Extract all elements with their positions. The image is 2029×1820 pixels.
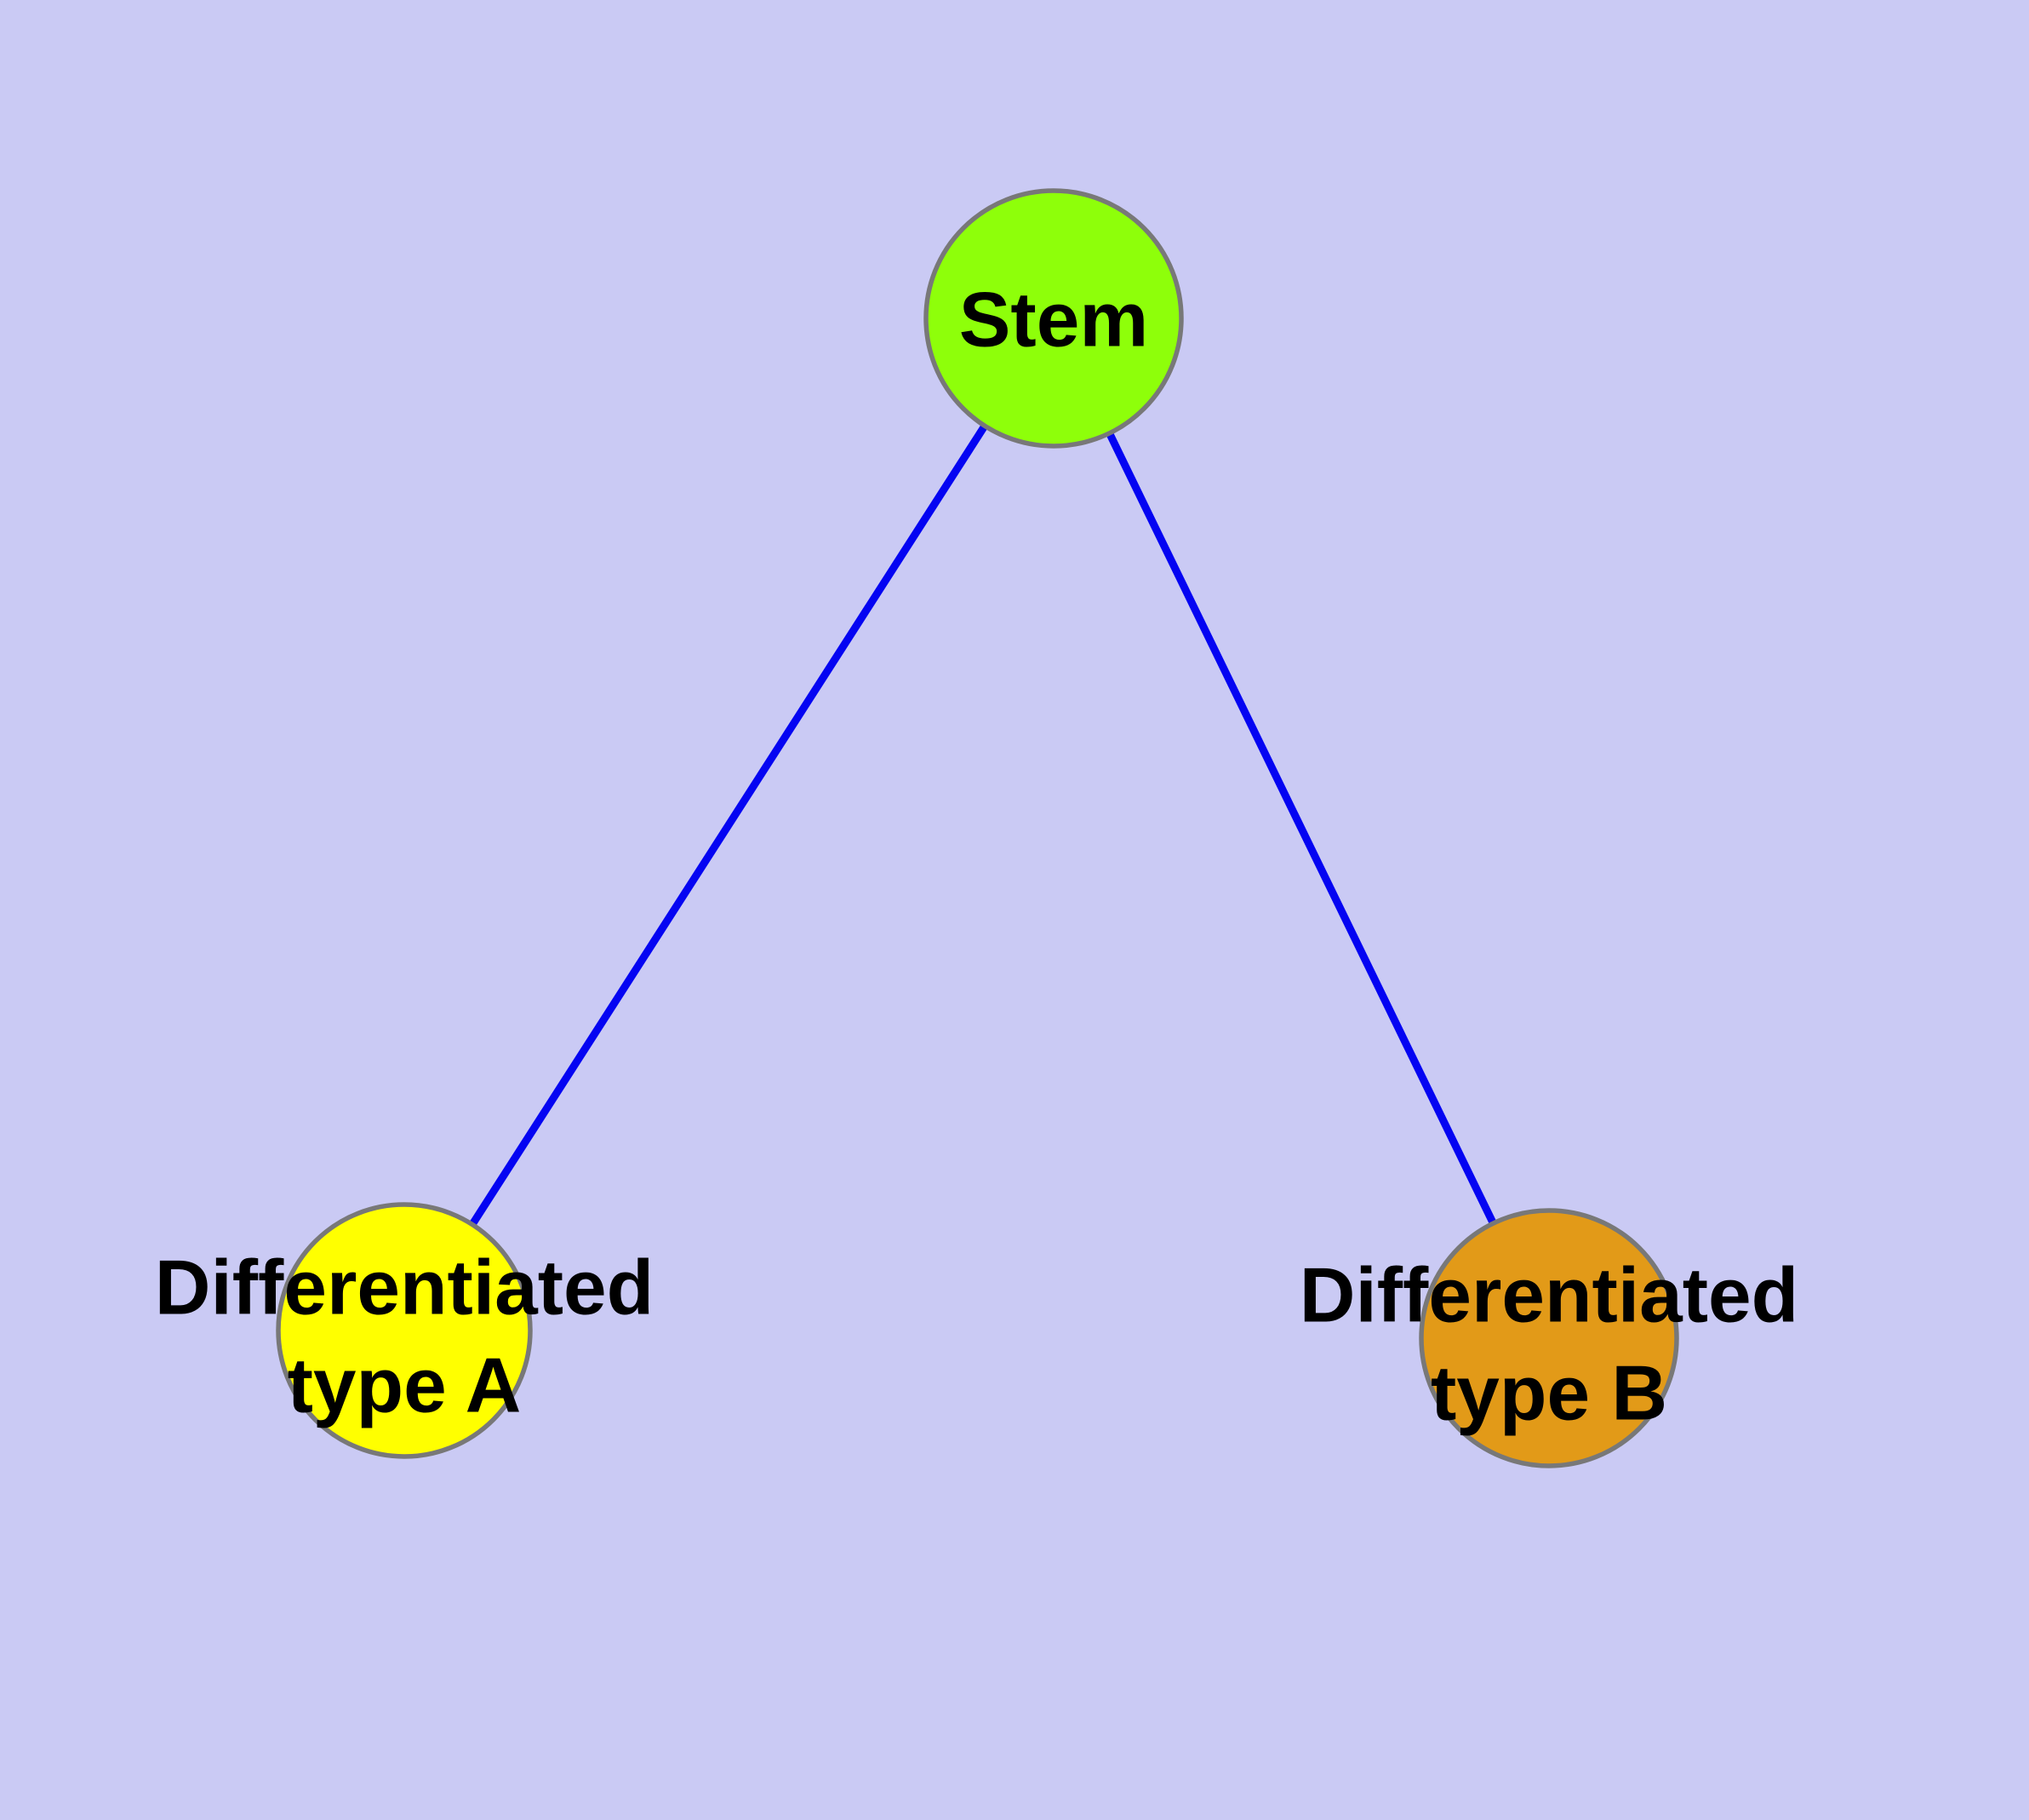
stem-node [923, 188, 1184, 449]
differentiated-type-b-node [1419, 1208, 1679, 1468]
differentiated-type-b-label-line2: type B [1431, 1351, 1667, 1437]
edge-stem-to-type-b [1049, 317, 1553, 1340]
differentiated-type-a-label-line1: Differentiated [155, 1245, 654, 1331]
stem-node-label: Stem [959, 278, 1149, 363]
differentiated-type-a-node [276, 1202, 533, 1459]
differentiated-type-a-label-line2: type A [288, 1343, 522, 1429]
edge-stem-to-type-a [401, 316, 1057, 1333]
differentiated-type-b-label-line1: Differentiated [1300, 1253, 1799, 1339]
